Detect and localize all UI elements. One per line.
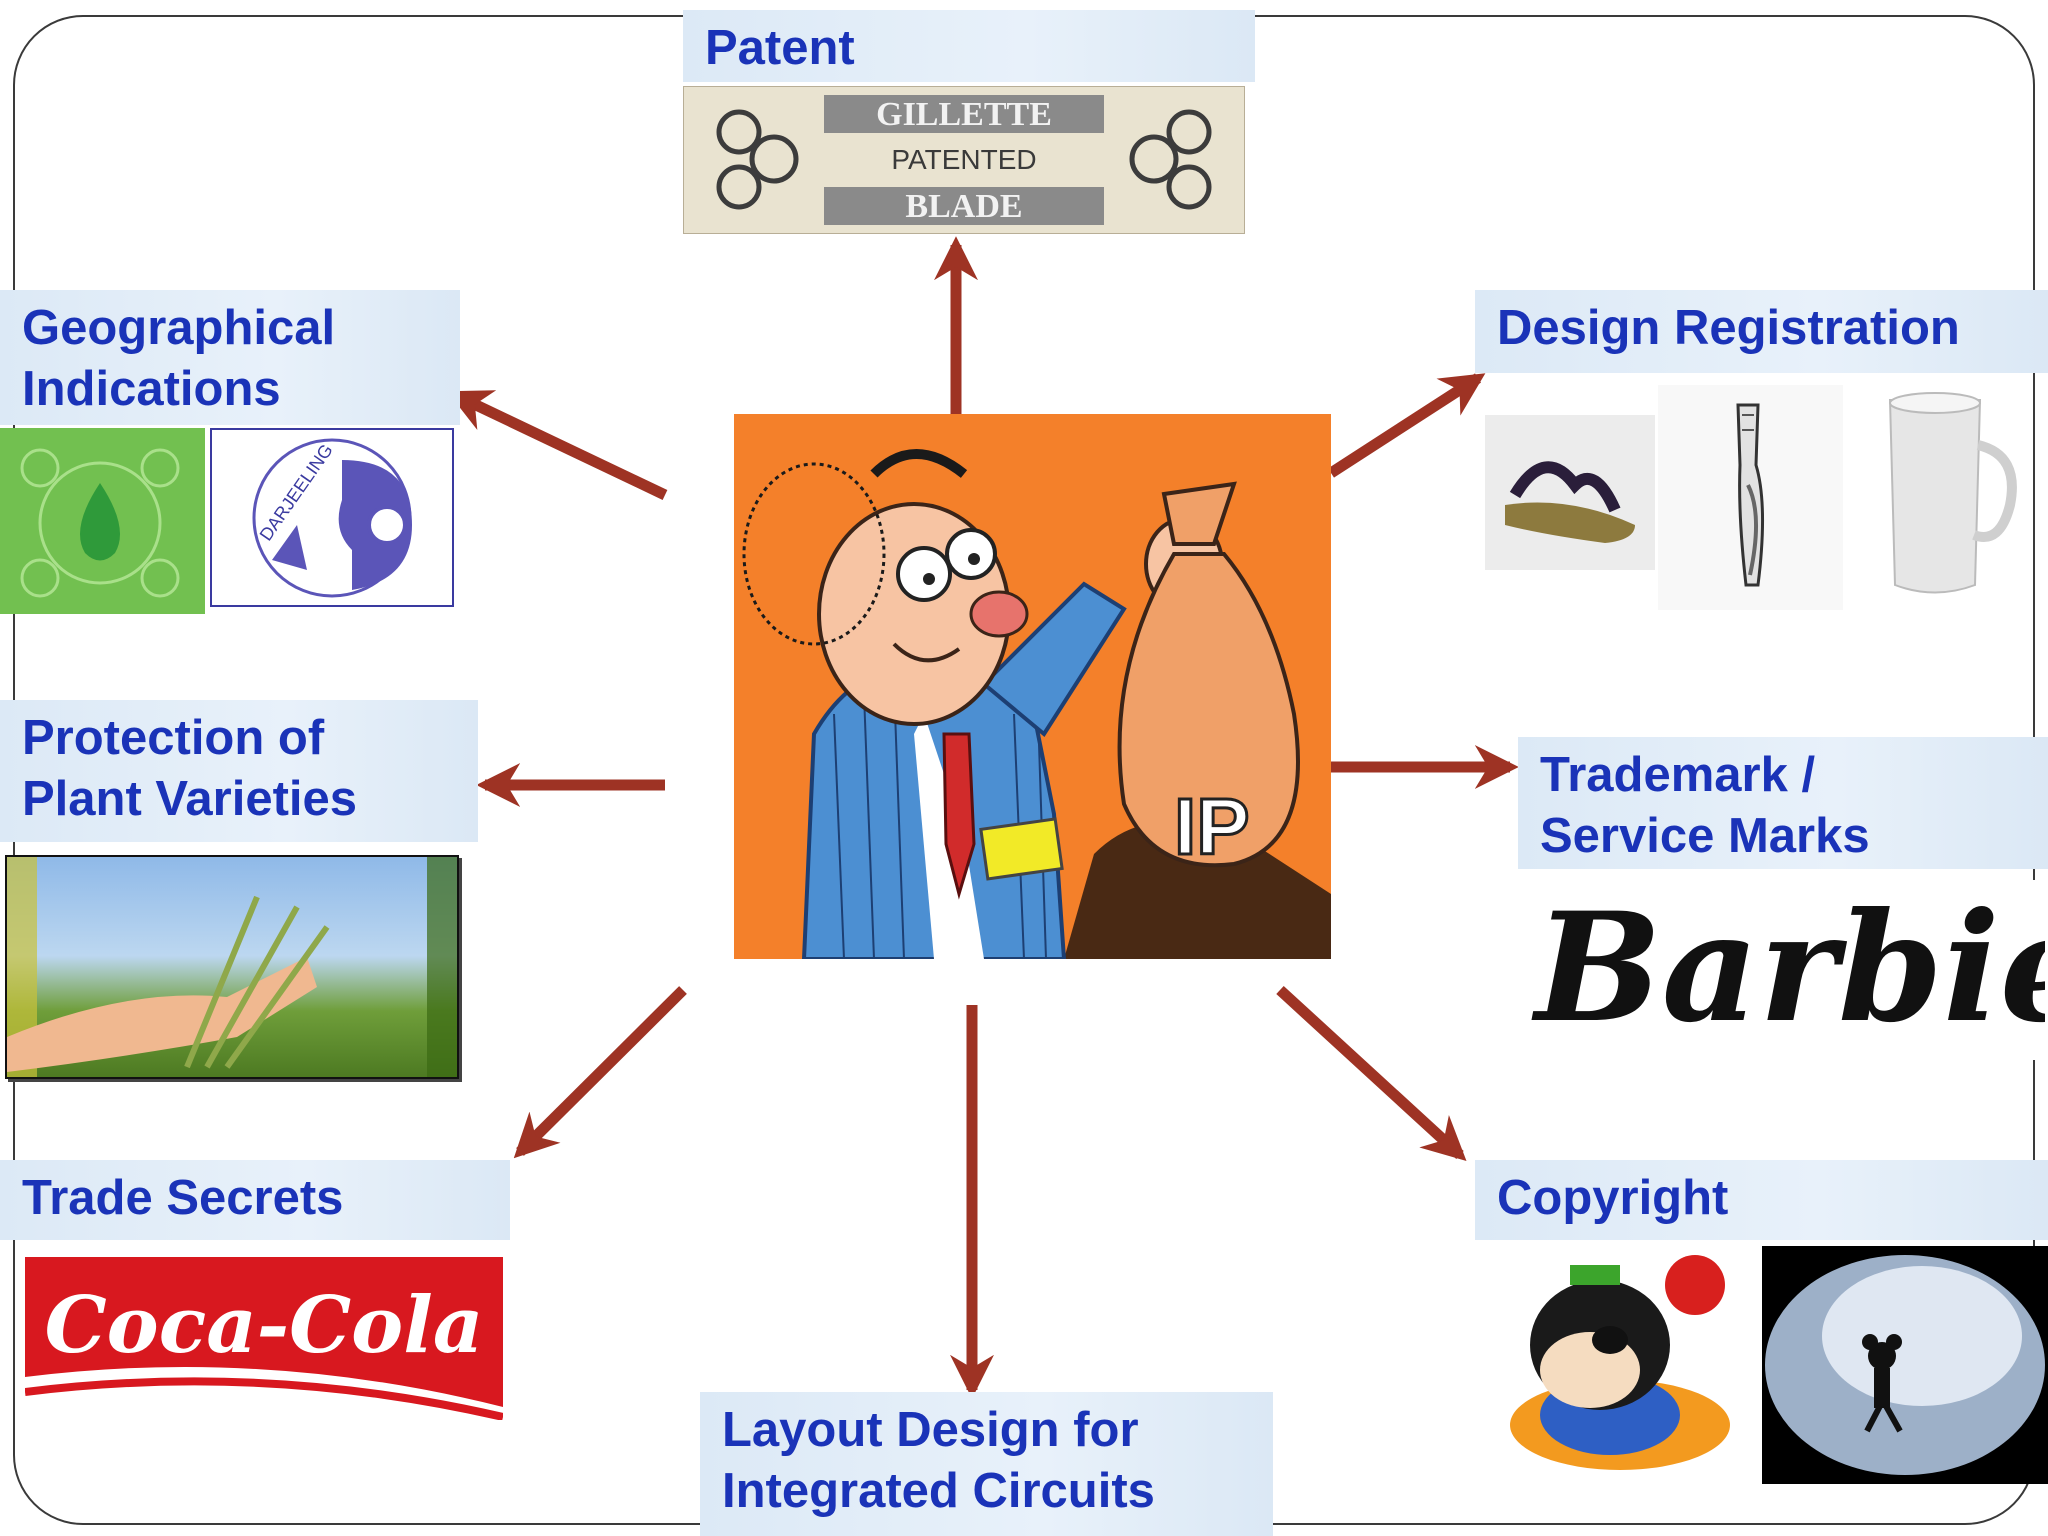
ip-bag-text: IP [1174,782,1250,871]
trademark-text-line2: Service Marks [1540,809,1870,863]
ip-cartoon: IP [734,414,1331,959]
trade-secrets-text: Trade Secrets [22,1171,344,1225]
patent-text: Patent [705,21,855,75]
green-leaf-logo [0,428,205,614]
barbie-text: Barbie [1531,880,2045,1056]
arrow-trade-secrets [513,986,687,1159]
mickey-mouse-image [1762,1246,2048,1484]
copyright-label: Copyright [1475,1160,2048,1240]
gillette-line3: BLADE [905,188,1022,225]
barbie-logo: Barbie [1525,880,2045,1060]
trademark-label: Trademark / Service Marks [1518,737,2048,869]
gillette-blade-image: GILLETTE PATENTED BLADE [683,86,1245,234]
gillette-line1: GILLETTE [876,96,1052,133]
trademark-text-line1: Trademark / [1540,748,1816,802]
plant-varieties-label: Protection of Plant Varieties [0,700,478,842]
geographical-indications-label: Geographical Indications [0,290,460,425]
layout-text-line1: Layout Design for [722,1403,1139,1457]
toothbrush-image [1658,385,1843,610]
darjeeling-logo: DARJEELING [210,428,454,607]
plant-text-line1: Protection of [22,711,325,765]
gillette-line2: PATENTED [891,144,1036,175]
arrow-copyright [1276,985,1467,1161]
patent-label: Patent [683,10,1255,82]
geographical-text-line1: Geographical [22,301,336,355]
coca-cola-logo: Coca-Cola [25,1257,503,1420]
trade-secrets-label: Trade Secrets [0,1160,510,1240]
wheat-hand-image [5,855,459,1079]
copyright-text: Copyright [1497,1171,1729,1225]
layout-design-label: Layout Design for Integrated Circuits [700,1392,1273,1536]
mug-image [1870,385,2030,610]
plant-text-line2: Plant Varieties [22,772,358,826]
arrow-geographical [447,390,668,500]
sandal-image [1485,415,1655,570]
arrow-design [1328,373,1486,478]
goofy-plush-image [1480,1245,1760,1475]
geographical-text-line2: Indications [22,362,281,416]
design-registration-label: Design Registration [1475,290,2048,373]
layout-text-line2: Integrated Circuits [722,1464,1155,1518]
design-registration-text: Design Registration [1497,301,1960,355]
coca-cola-text: Coca-Cola [45,1280,484,1371]
